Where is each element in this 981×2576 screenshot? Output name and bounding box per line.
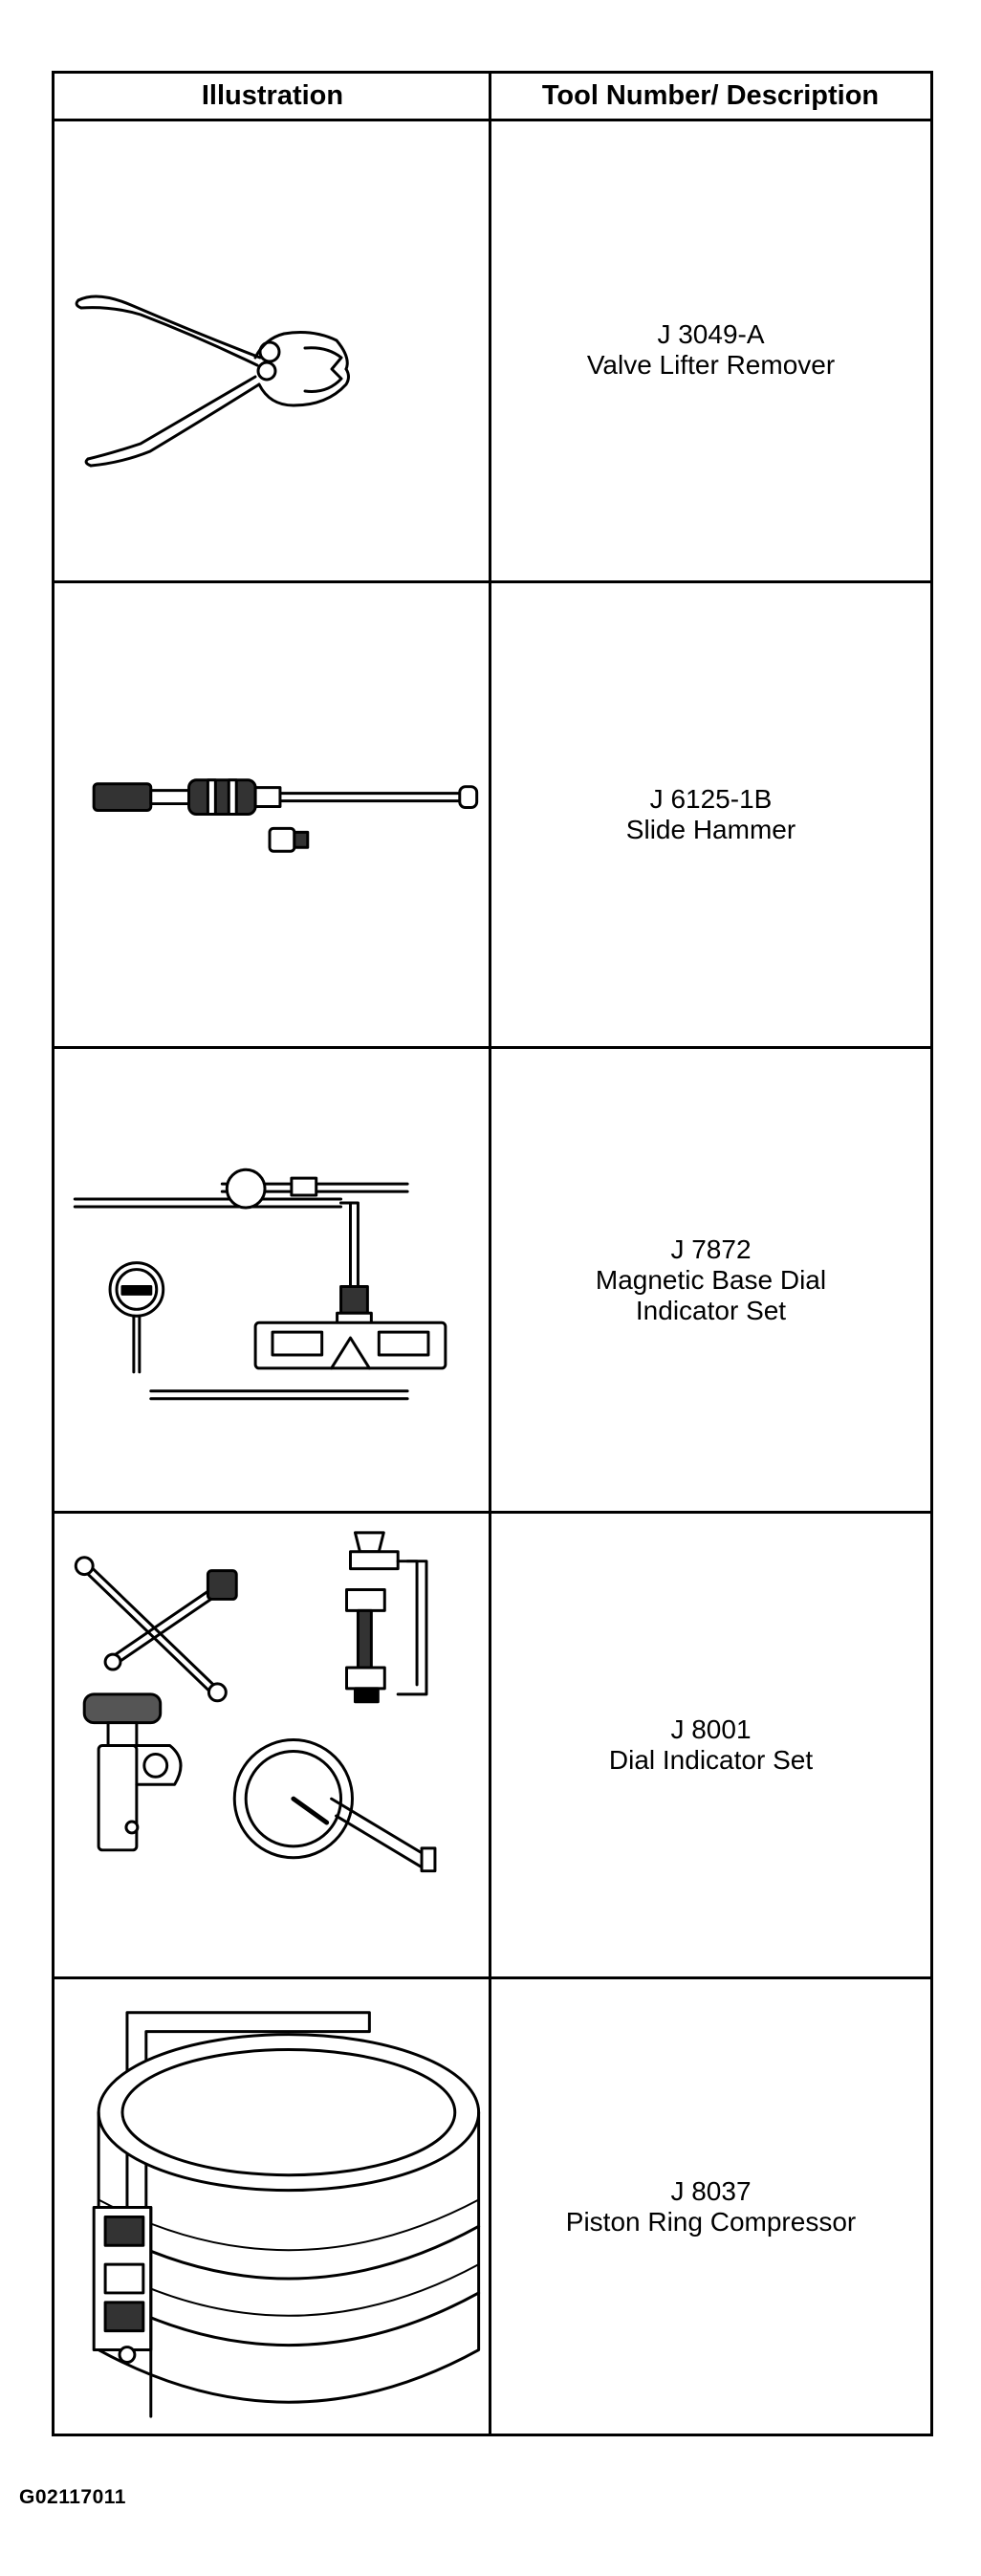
tool-number: J 3049-A (657, 318, 765, 349)
tool-description: J 8037 Piston Ring Compressor (491, 1979, 930, 2434)
tool-name: Slide Hammer (625, 815, 796, 844)
header-tool-description: Tool Number/ Description (541, 80, 880, 111)
tool-number: J 7872 (670, 1233, 752, 1264)
table-row: J 8037 Piston Ring Compressor (54, 1976, 930, 2434)
table-row: J 6125-1B Slide Hammer (54, 580, 930, 1046)
header-illustration: Illustration (201, 80, 344, 111)
magnetic-base-indicator-icon (54, 1049, 489, 1511)
tool-table: Illustration Tool Number/ Description (52, 71, 933, 2436)
figure-code: G02117011 (19, 2486, 126, 2508)
tool-name-line1: Magnetic Base Dial (595, 1264, 827, 1295)
tool-name: Dial Indicator Set (608, 1745, 814, 1775)
table-row: J 7872 Magnetic Base Dial Indicator Set (54, 1046, 930, 1511)
tool-number: J 6125-1B (649, 784, 773, 814)
tool-description: J 7872 Magnetic Base Dial Indicator Set (491, 1049, 930, 1511)
slide-hammer-icon (54, 583, 489, 1046)
table-header: Illustration Tool Number/ Description (54, 74, 930, 121)
tool-description: J 6125-1B Slide Hammer (491, 583, 930, 1046)
tool-name-line2: Indicator Set (635, 1295, 787, 1325)
tool-name: Piston Ring Compressor (565, 2206, 857, 2237)
dial-indicator-set-icon (54, 1514, 489, 1976)
column-divider (489, 74, 491, 2434)
table-row: J 3049-A Valve Lifter Remover (54, 119, 930, 580)
tool-number: J 8001 (670, 1714, 752, 1744)
ring-compressor-icon (54, 1979, 489, 2434)
tool-description: J 8001 Dial Indicator Set (491, 1514, 930, 1976)
tool-number: J 8037 (670, 2175, 752, 2206)
table-row: J 8001 Dial Indicator Set (54, 1511, 930, 1976)
tool-description: J 3049-A Valve Lifter Remover (491, 119, 930, 580)
pliers-icon (54, 119, 489, 580)
tool-name: Valve Lifter Remover (586, 349, 836, 380)
